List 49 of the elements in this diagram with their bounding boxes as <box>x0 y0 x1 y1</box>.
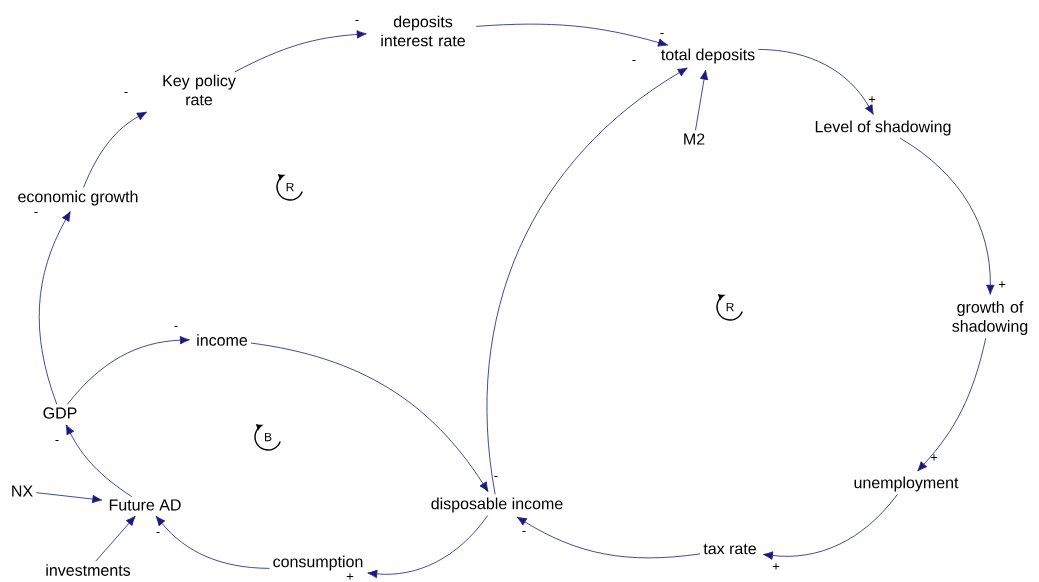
arrow <box>899 137 995 295</box>
variable-label: total deposits <box>661 48 755 64</box>
arrow <box>35 492 103 504</box>
polarity-sign: - <box>355 20 359 22</box>
polarity-sign: + <box>868 96 876 103</box>
variable-label: M2 <box>684 133 705 145</box>
arrow <box>757 49 874 115</box>
arrow <box>65 424 133 498</box>
arrow <box>486 67 688 495</box>
polarity-sign: - <box>156 532 160 534</box>
arrow <box>763 494 898 560</box>
arrow <box>250 342 489 492</box>
variable-label: economic growth <box>18 190 138 206</box>
variable-label: unemployment <box>854 476 959 492</box>
polarity-sign: - <box>660 33 664 35</box>
variable-label: consumption <box>273 555 363 571</box>
polarity-sign: + <box>772 563 780 570</box>
arrow <box>367 515 489 579</box>
variable-label: tax rate <box>703 543 756 555</box>
variable-label: GDP <box>43 407 77 419</box>
arrow <box>475 23 669 47</box>
arrow <box>95 515 136 562</box>
variable-label: Key policy rate <box>163 74 236 106</box>
arrow <box>917 337 987 472</box>
arrow <box>695 69 709 131</box>
variable-label: Level of shadowing <box>815 120 951 136</box>
variable-label: income <box>197 334 248 346</box>
arrow <box>66 336 190 405</box>
polarity-sign: - <box>522 531 526 533</box>
polarity-sign: + <box>930 454 938 461</box>
arrow <box>38 211 71 405</box>
variable-label: growth of shadowing <box>952 301 1028 335</box>
arrow <box>234 30 367 73</box>
variable-label: disposable income <box>431 497 563 513</box>
polarity-sign: - <box>174 326 178 328</box>
polarity-sign: + <box>998 281 1006 288</box>
variable-label: investments <box>46 564 131 576</box>
polarity-sign: - <box>632 60 636 62</box>
arrow <box>83 111 147 188</box>
arrow <box>516 516 701 559</box>
polarity-sign: - <box>34 212 38 214</box>
polarity-sign: + <box>346 573 354 580</box>
polarity-sign: - <box>55 440 59 442</box>
variable-label: deposits interest rate <box>381 15 465 47</box>
variable-label: NX <box>12 485 33 497</box>
variable-label: Future AD <box>109 499 181 511</box>
polarity-sign: - <box>494 476 498 478</box>
arrow <box>155 515 270 569</box>
polarity-sign: - <box>124 92 128 94</box>
